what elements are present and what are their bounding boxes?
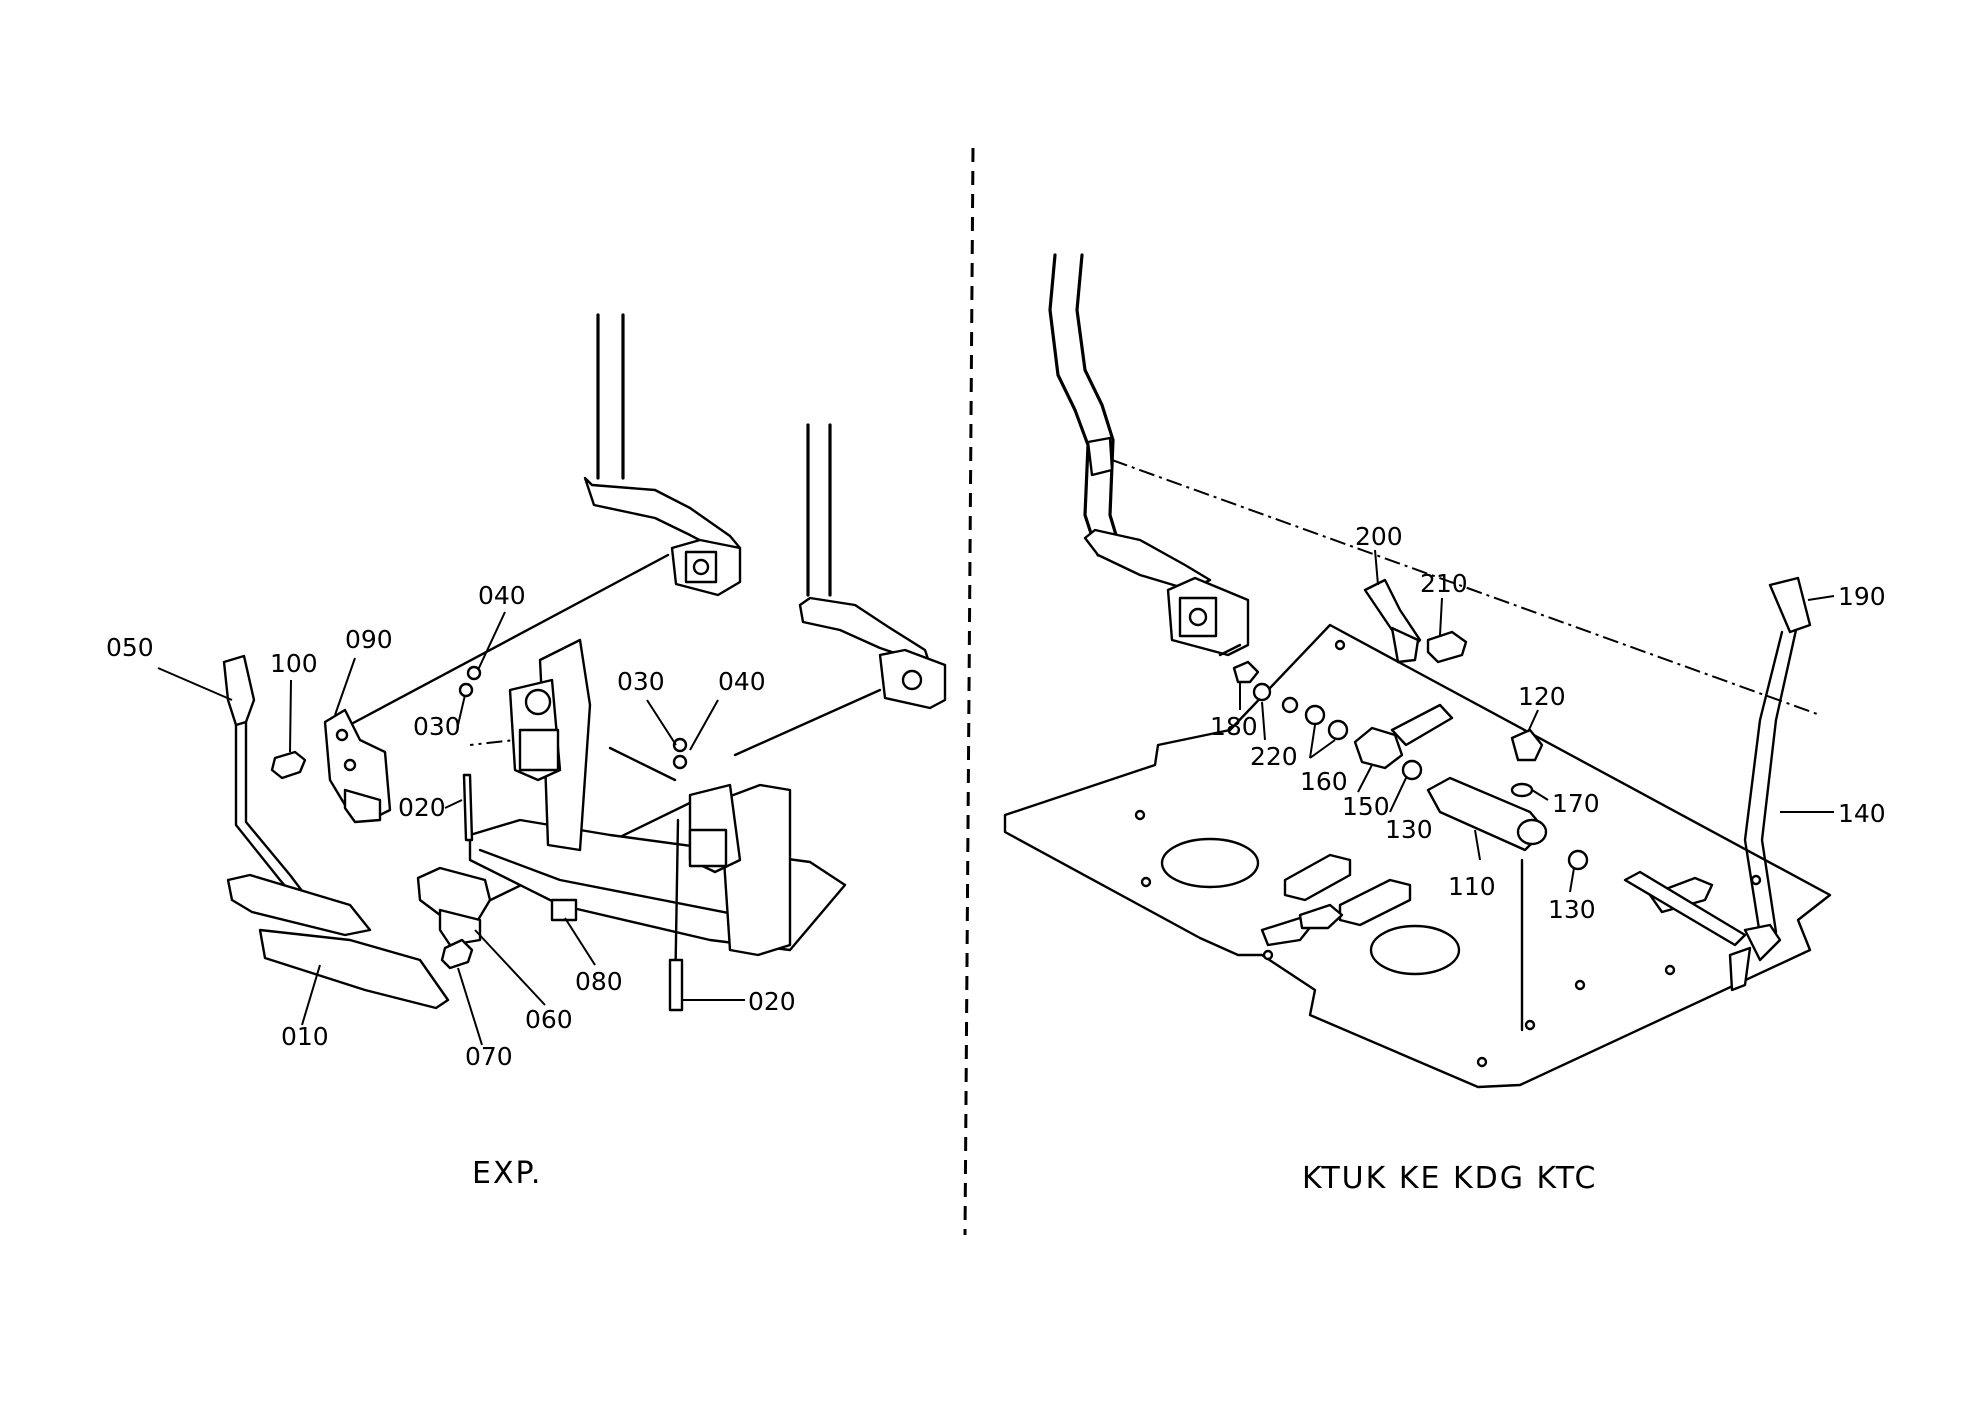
label-210: 210 — [1420, 569, 1468, 598]
kt-nut-180 — [1232, 660, 1260, 684]
exp-assembly — [222, 313, 947, 1012]
exp-link-2 — [733, 688, 882, 757]
exp-pin-020 — [462, 773, 474, 842]
exp-link-5 — [608, 746, 677, 782]
label-020b: 020 — [748, 987, 796, 1016]
kt-washer-220 — [1252, 682, 1272, 702]
label-110: 110 — [1448, 872, 1496, 901]
label-140: 140 — [1838, 799, 1886, 828]
label-010: 010 — [281, 1022, 329, 1051]
label-090: 090 — [345, 625, 393, 654]
exp-bracket-090 — [323, 708, 392, 822]
kt-leaders — [1239, 549, 1835, 893]
kt-spacer-130a — [1401, 759, 1423, 781]
kt-chain-main — [1111, 459, 1821, 716]
label-220: 220 — [1250, 742, 1298, 771]
label-150: 150 — [1342, 792, 1390, 821]
label-030a: 030 — [413, 712, 461, 741]
exp-bolt-100 — [270, 750, 307, 780]
kt-shaft — [1623, 870, 1747, 947]
exp-column-right — [806, 423, 832, 597]
exp-column-left — [596, 313, 625, 480]
label-130b: 130 — [1548, 895, 1596, 924]
label-100: 100 — [270, 649, 318, 678]
label-120: 120 — [1518, 682, 1566, 711]
kt-washer-160a — [1304, 704, 1326, 726]
exp-knob-050 — [222, 654, 256, 727]
kt-assembly — [1003, 253, 1832, 1089]
kt-knob-190 — [1768, 576, 1812, 634]
kt-column — [1048, 253, 1124, 557]
exp-hub-right — [878, 648, 947, 710]
label-030b: 030 — [617, 667, 665, 696]
exp-bracket-060 — [416, 866, 492, 922]
kt-bolt-210 — [1426, 630, 1468, 664]
label-180: 180 — [1210, 712, 1258, 741]
kt-screw-120 — [1510, 728, 1544, 762]
exp-leaders — [157, 611, 745, 1046]
label-080: 080 — [575, 967, 623, 996]
kt-floor-plate — [1003, 623, 1832, 1089]
exp-labels: 050 100 090 040 030 030 040 020 010 070 … — [106, 581, 796, 1071]
label-070: 070 — [465, 1042, 513, 1071]
exp-hub-upper-face — [684, 550, 718, 584]
exp-upright-right — [718, 783, 792, 957]
section-divider — [963, 147, 975, 1236]
caption-exp: EXP. — [472, 1156, 542, 1191]
label-130a: 130 — [1385, 815, 1433, 844]
label-170: 170 — [1552, 789, 1600, 818]
label-040a: 040 — [478, 581, 526, 610]
exp-block-080 — [550, 898, 578, 922]
label-020a: 020 — [398, 793, 446, 822]
label-060: 060 — [525, 1005, 573, 1034]
kt-bushing-150 — [1353, 726, 1404, 770]
kt-labels: 200 210 190 120 180 220 160 150 130 170 … — [1210, 522, 1886, 924]
caption-kt: KTUK KE KDG KTC — [1302, 1161, 1597, 1196]
label-050: 050 — [106, 633, 154, 662]
kt-spacer-130b — [1567, 849, 1589, 871]
label-040b: 040 — [718, 667, 766, 696]
exp-bolt-070 — [440, 938, 474, 970]
kt-bracket — [1083, 528, 1212, 592]
kt-washer-170 — [1510, 782, 1534, 798]
label-190: 190 — [1838, 582, 1886, 611]
label-200: 200 — [1355, 522, 1403, 551]
exp-link-1 — [338, 553, 670, 732]
kt-washer-160b — [1327, 719, 1349, 741]
label-160: 160 — [1300, 767, 1348, 796]
exp-lever-plate-010 — [226, 873, 372, 937]
kt-lever-140 — [1743, 628, 1798, 937]
